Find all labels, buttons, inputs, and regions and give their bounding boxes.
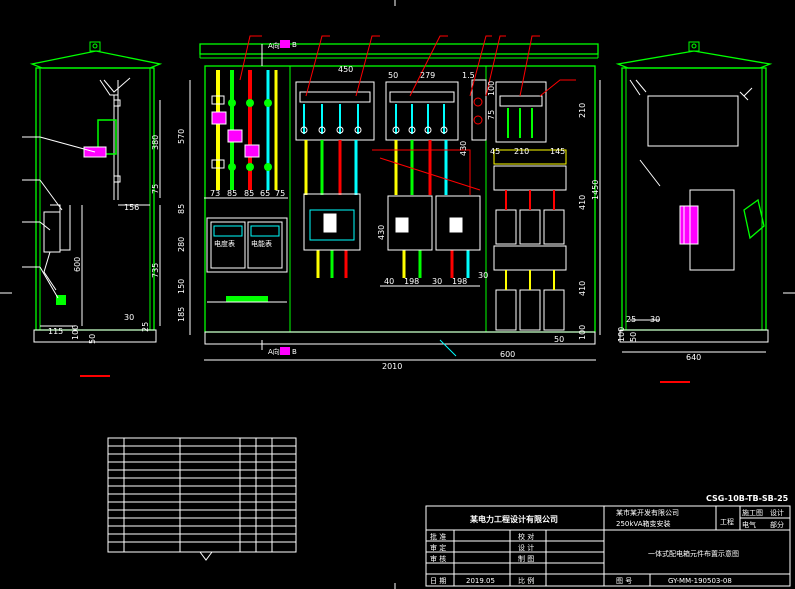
row-label-date: 日 期 [430, 577, 446, 585]
stage: 施工图 [742, 508, 763, 517]
dim-front-tr100: 100 [487, 81, 496, 96]
section-tag-top [280, 40, 290, 48]
right-compartment [471, 79, 567, 331]
section-tag-top-label: B [292, 41, 297, 49]
dim-front-w75: 75 [275, 189, 285, 198]
stage-label: 设计 [770, 508, 784, 517]
left-side-view: 380 75 600 735 100 156 115 50 30 25 [22, 41, 163, 377]
breaker-top-row [295, 81, 459, 141]
dim-front-w85b: 85 [244, 189, 254, 198]
dim-left-50: 50 [88, 334, 97, 344]
dim-front-rh410b: 410 [578, 281, 587, 296]
mccb-units [303, 193, 481, 251]
dim-front-top-50: 50 [388, 71, 398, 80]
drawing-title: 一体式配电箱元件布置示意图 [648, 549, 739, 558]
dim-front-430b: 430 [459, 141, 468, 156]
dim-front-rc45: 45 [490, 147, 500, 156]
dim-front-rh1450: 1450 [591, 180, 600, 200]
dim-front-b30b: 30 [478, 271, 488, 280]
dim-front-280: 280 [177, 237, 186, 252]
discipline-label: 部分 [770, 520, 784, 529]
dim-right-width: 640 [686, 353, 701, 362]
dim-front-b30a: 30 [432, 277, 442, 286]
row-label-verify: 审 定 [430, 543, 446, 552]
section-mark-bottom: A向 [268, 347, 280, 356]
front-view: A向 B A向 B [177, 35, 601, 371]
dim-front-top-279: 279 [420, 71, 435, 80]
dim-front-w85a: 85 [227, 189, 237, 198]
meter-label-1: 电度表 [214, 239, 235, 248]
dim-front-rh210: 210 [578, 103, 587, 118]
dim-front-rh410a: 410 [578, 195, 587, 210]
discipline: 电气 [742, 520, 756, 529]
dim-left-115: 115 [48, 327, 63, 336]
dim-left-600: 600 [73, 257, 82, 272]
dim-front-85: 85 [177, 204, 186, 214]
material-table [107, 437, 297, 561]
dim-right-100: 100 [617, 327, 626, 342]
meter-section: 电度表 电能表 [206, 217, 288, 303]
dim-front-50: 50 [554, 335, 564, 344]
drawing-code: CSG-10B-TB-SB-25 [706, 494, 789, 503]
dim-front-rh100: 100 [578, 325, 587, 340]
dim-front-w73: 73 [210, 189, 220, 198]
dim-left-735: 735 [151, 263, 160, 278]
dim-front-600: 600 [500, 350, 515, 359]
row-label-review: 审 核 [430, 554, 446, 563]
dim-left-156: 156 [124, 203, 139, 212]
dim-front-b40: 40 [384, 277, 394, 286]
dim-front-b198b: 198 [452, 277, 467, 286]
dim-front-total-width: 2010 [382, 362, 402, 371]
dim-front-top-15: 1.5 [462, 71, 475, 80]
dim-right-50: 50 [629, 332, 638, 342]
busbar-section [211, 70, 278, 190]
row-label-draw: 制 图 [518, 554, 534, 563]
dim-left-100: 100 [71, 325, 80, 340]
dim-front-rc210: 210 [514, 147, 529, 156]
dim-left-75: 75 [151, 184, 160, 194]
date-value: 2019.05 [466, 577, 495, 585]
dim-front-w65: 65 [260, 189, 270, 198]
right-side-view: 640 25 30 50 100 [615, 41, 773, 383]
dim-left-380: 380 [151, 135, 160, 150]
dim-front-rc145: 145 [550, 147, 565, 156]
dim-front-185: 185 [177, 307, 186, 322]
section-tag-bottom-label: B [292, 348, 297, 356]
number-label: 图 号 [616, 577, 632, 585]
dim-right-30: 30 [650, 315, 660, 324]
client-company: 某市某开发有限公司 [616, 508, 679, 517]
meter-label-2: 电能表 [251, 239, 272, 248]
dim-left-25: 25 [141, 322, 150, 332]
designer-company: 某电力工程设计有限公司 [469, 514, 558, 524]
cable-runs [304, 140, 470, 278]
project-name: 250kVA箱变安装 [616, 519, 671, 528]
dim-front-tr75: 75 [487, 110, 496, 120]
row-label-approve: 批 准 [430, 532, 446, 541]
dim-front-570: 570 [177, 129, 186, 144]
row-label-check: 校 对 [518, 532, 534, 541]
row-label-design: 设 计 [518, 543, 534, 552]
dim-front-430a: 430 [377, 225, 386, 240]
row-label-scale: 比 例 [518, 576, 534, 585]
drawing-number: GY-MM-190503-08 [668, 577, 732, 585]
dim-front-top-450: 450 [338, 65, 353, 74]
dim-left-30: 30 [124, 313, 134, 322]
title-block: CSG-10B-TB-SB-25 某电力工程设计有限公司 某市某开发有限公司 2… [425, 494, 791, 587]
section-tag-bottom [280, 347, 290, 355]
dim-right-25: 25 [626, 315, 636, 324]
project-label: 工程 [720, 517, 734, 526]
section-mark-top: A向 [268, 41, 280, 50]
dim-front-150: 150 [177, 279, 186, 294]
dim-front-b198a: 198 [404, 277, 419, 286]
